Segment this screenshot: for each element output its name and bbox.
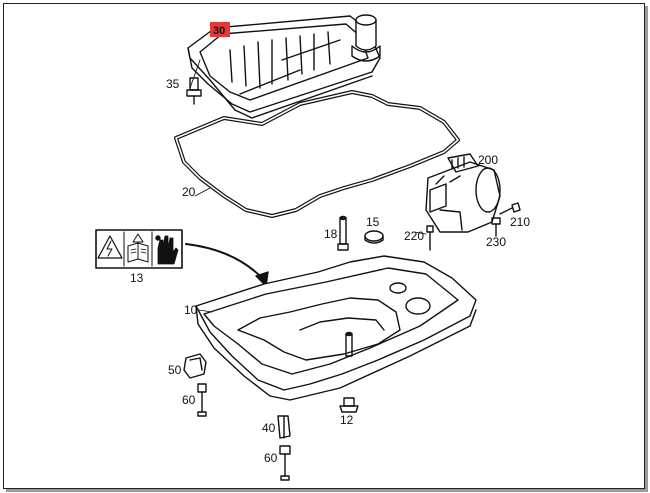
label-part-30[interactable]: 30 (213, 25, 225, 37)
label-part-50[interactable]: 50 (168, 363, 182, 377)
magnet-part-15[interactable] (364, 230, 384, 244)
bolt-part-35[interactable] (186, 77, 202, 105)
label-part-230[interactable]: 230 (486, 235, 506, 249)
warning-electrical-icon (97, 235, 123, 259)
filter-part-30[interactable] (187, 14, 381, 119)
label-part-60-upper[interactable]: 60 (182, 393, 196, 407)
glove-hand-icon (155, 235, 179, 265)
label-part-200[interactable]: 200 (478, 153, 498, 167)
sleeve-part-40[interactable] (277, 415, 291, 439)
bolt-part-60-lower[interactable] (279, 445, 291, 481)
part-30-highlight (210, 22, 230, 37)
label-part-18[interactable]: 18 (324, 227, 338, 241)
screw-part-230[interactable] (491, 217, 501, 237)
label-part-10[interactable]: 10 (184, 303, 198, 317)
label-part-35[interactable]: 35 (166, 77, 180, 91)
label-part-12[interactable]: 12 (340, 413, 354, 427)
label-part-210[interactable]: 210 (510, 215, 530, 229)
gasket-part-20[interactable] (174, 90, 460, 218)
screw-part-220[interactable] (426, 225, 434, 251)
label-part-220[interactable]: 220 (404, 229, 424, 243)
tube-part-18[interactable] (337, 215, 349, 251)
label-part-13[interactable]: 13 (130, 271, 144, 285)
label-part-20[interactable]: 20 (182, 185, 196, 199)
actuator-part-200[interactable] (425, 153, 501, 233)
label-part-15[interactable]: 15 (366, 215, 380, 229)
label-part-40[interactable]: 40 (262, 421, 276, 435)
clamp-part-50[interactable] (183, 353, 207, 379)
bolt-part-60-upper[interactable] (197, 383, 207, 417)
manual-book-icon (127, 233, 149, 263)
drain-plug-part-12[interactable] (339, 397, 359, 413)
screw-part-210[interactable] (499, 202, 521, 215)
label-part-60-lower[interactable]: 60 (264, 451, 278, 465)
oil-pan-part-10[interactable] (195, 255, 477, 401)
